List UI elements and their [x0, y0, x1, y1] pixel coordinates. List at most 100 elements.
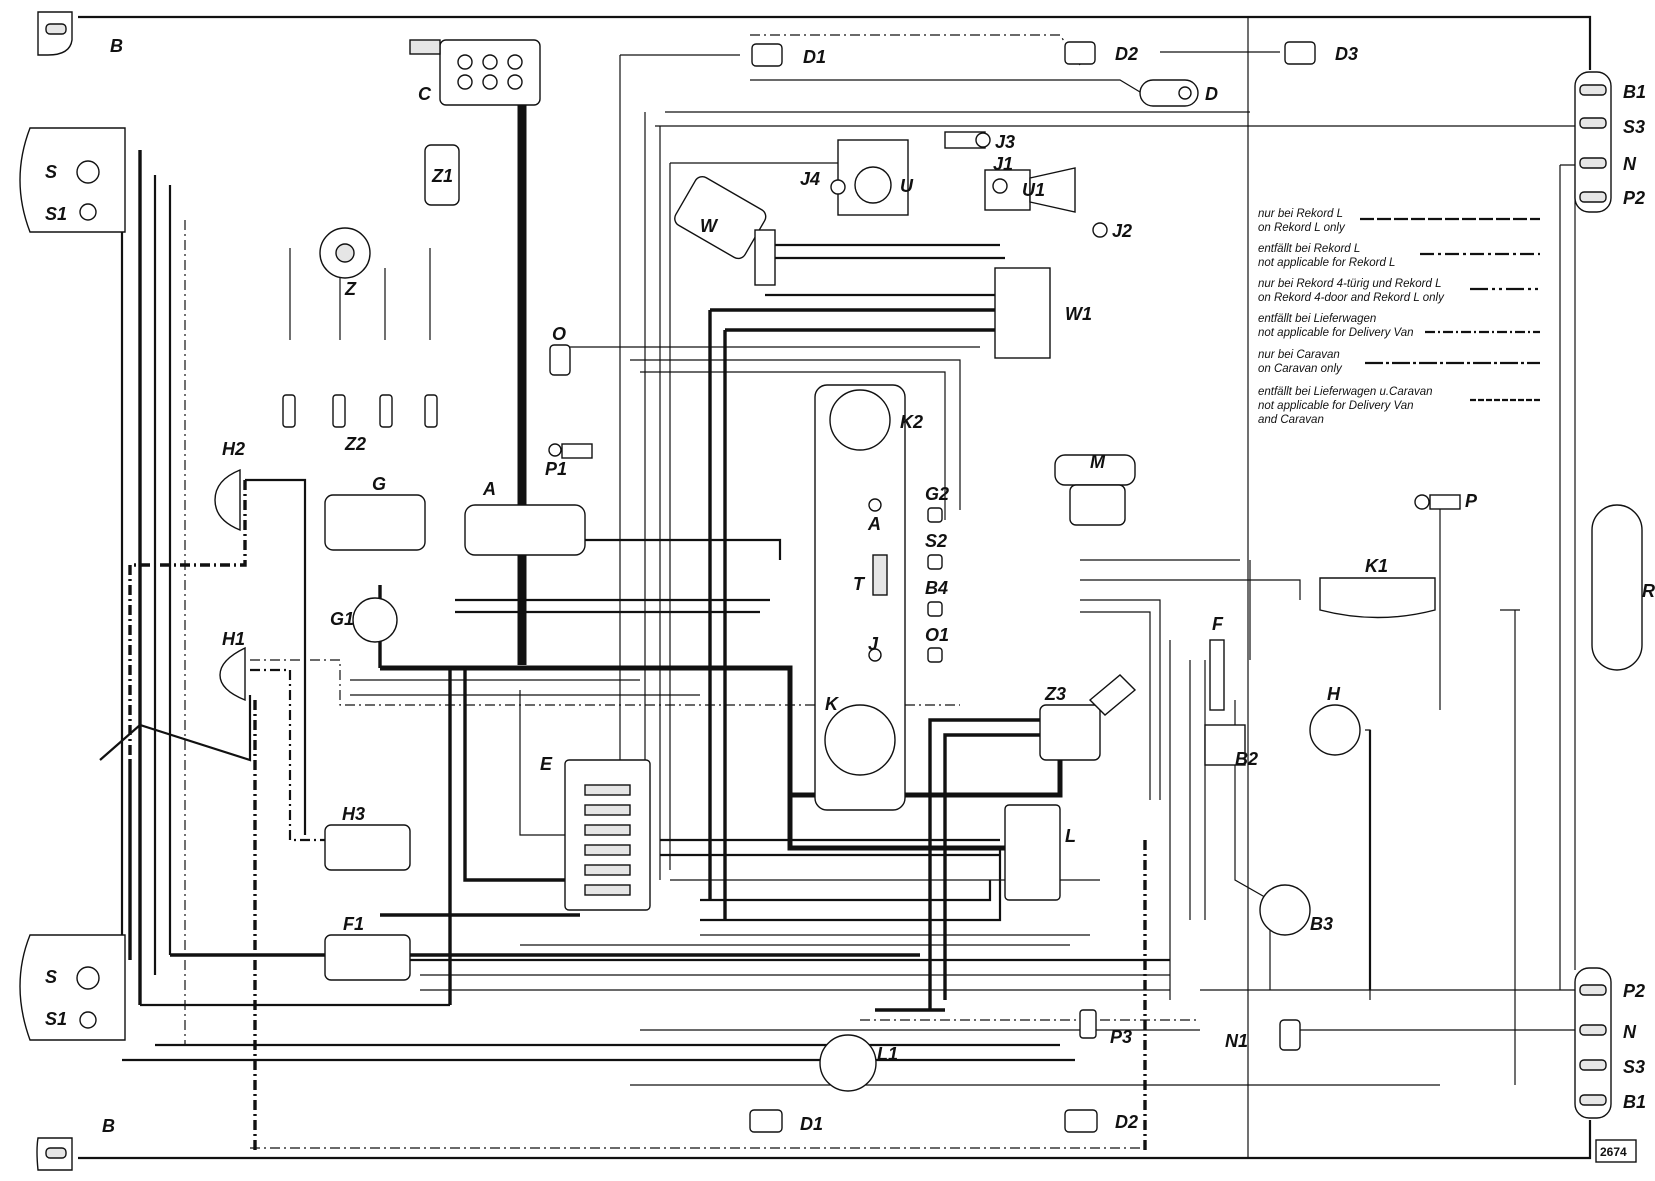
components: B B C D1 D2 D3: [19, 11, 1655, 1171]
label-g: G: [372, 474, 386, 494]
legend-3-de: nur bei Rekord 4-türig und Rekord L: [1258, 278, 1441, 290]
label-o1: O1: [925, 625, 949, 645]
legend-6-en2: and Caravan: [1258, 414, 1324, 426]
component-h1: H1: [219, 629, 246, 702]
label-o: O: [552, 324, 566, 344]
component-right-bottom-connector: P2 N S3 B1: [1574, 967, 1646, 1119]
legend-4-en: not applicable for Delivery Van: [1258, 327, 1414, 339]
component-h3-relay: H3: [324, 804, 411, 871]
label-n-bottom: N: [1623, 1022, 1637, 1042]
diagram-id-box: 2674: [1595, 1139, 1637, 1163]
label-s1-top: S1: [45, 204, 67, 224]
component-b-bottom: B: [36, 1116, 115, 1171]
label-j3: J3: [995, 132, 1015, 152]
label-f1: F1: [343, 914, 364, 934]
label-b1-top: B1: [1623, 82, 1646, 102]
label-f: F: [1212, 614, 1224, 634]
component-j2: J2: [1092, 221, 1132, 241]
component-w-wiper-motor: W: [674, 175, 776, 286]
label-e: E: [540, 754, 553, 774]
legend-2-de: entfällt bei Rekord L: [1258, 243, 1360, 255]
label-h3: H3: [342, 804, 365, 824]
legend: nur bei Rekord L on Rekord L only entfäl…: [1258, 208, 1540, 426]
label-n-top: N: [1623, 154, 1637, 174]
diagram-id: 2674: [1600, 1145, 1627, 1159]
label-m: M: [1090, 452, 1106, 472]
label-g2: G2: [925, 484, 949, 504]
label-z2: Z2: [344, 434, 366, 454]
legend-4-de: entfällt bei Lieferwagen: [1258, 313, 1376, 325]
legend-1-de: nur bei Rekord L: [1258, 208, 1343, 220]
label-b4: B4: [925, 578, 948, 598]
label-j2: J2: [1112, 221, 1132, 241]
component-l-switch: L: [1004, 804, 1076, 901]
legend-2-en: not applicable for Rekord L: [1258, 257, 1395, 269]
label-b3: B3: [1310, 914, 1333, 934]
label-g1: G1: [330, 609, 354, 629]
label-u1: U1: [1022, 180, 1045, 200]
label-p3: P3: [1110, 1027, 1132, 1047]
component-d1-bottom: D1: [749, 1109, 823, 1134]
legend-1-en: on Rekord L only: [1258, 222, 1346, 234]
label-w: W: [700, 216, 719, 236]
label-d2-top: D2: [1115, 44, 1138, 64]
component-d-switch: D: [1139, 79, 1218, 107]
component-j3: J3: [944, 131, 1015, 152]
component-r: R: [1591, 504, 1655, 671]
label-h1: H1: [222, 629, 245, 649]
component-l1: L1: [819, 1034, 898, 1092]
label-p2-bottom: P2: [1623, 981, 1645, 1001]
component-instrument-cluster: K2 T K A J: [814, 384, 923, 811]
component-d1-top: D1: [751, 43, 826, 67]
component-a-starter: B2 A: [464, 479, 586, 556]
component-g-generator: G: [324, 474, 426, 551]
label-k1: K1: [1365, 556, 1388, 576]
label-d1-top: D1: [803, 47, 826, 67]
label-z: Z: [344, 279, 357, 299]
label-r: R: [1642, 581, 1655, 601]
label-b-top: B: [110, 36, 123, 56]
label-n1: N1: [1225, 1031, 1248, 1051]
component-p1: P1: [545, 443, 593, 479]
component-f: F: [1209, 614, 1225, 711]
label-d1-bottom: D1: [800, 1114, 823, 1134]
label-z3: Z3: [1044, 684, 1066, 704]
label-a-visible: A: [482, 479, 496, 499]
label-b1-bottom: B1: [1623, 1092, 1646, 1112]
component-u1-horn: J1 U1: [984, 154, 1076, 213]
component-k1-tank: K1: [1319, 556, 1436, 619]
label-d2-bottom: D2: [1115, 1112, 1138, 1132]
component-z2-spark-plugs: Z2: [282, 394, 438, 454]
component-b3: B3: [1259, 884, 1333, 936]
label-s3-bottom: S3: [1623, 1057, 1645, 1077]
label-s3-top: S3: [1623, 117, 1645, 137]
component-z1-coil: Z1: [424, 144, 460, 206]
legend-6-de: entfällt bei Lieferwagen u.Caravan: [1258, 386, 1433, 398]
label-z1: Z1: [431, 166, 453, 186]
component-b-top: B: [37, 11, 123, 56]
label-b2: B2: [1235, 749, 1258, 769]
label-j-b: J: [868, 634, 879, 654]
label-j-a: A: [867, 514, 881, 534]
legend-3-en: on Rekord 4-door and Rekord L only: [1258, 292, 1445, 304]
label-c: C: [418, 84, 432, 104]
label-s-bottom: S: [45, 967, 57, 987]
component-w1-switch: W1: [994, 267, 1092, 359]
label-s-top: S: [45, 162, 57, 182]
component-z-distributor: Z: [289, 227, 431, 340]
label-t: T: [853, 574, 866, 594]
component-o-sender: O: [549, 324, 571, 376]
component-m-wiper: M: [1054, 452, 1136, 526]
component-c-battery: C: [409, 39, 541, 106]
label-p2-top: P2: [1623, 188, 1645, 208]
label-l: L: [1065, 826, 1076, 846]
legend-6-en: not applicable for Delivery Van: [1258, 400, 1414, 412]
component-z3-ignition: Z3: [1039, 674, 1137, 761]
component-right-top-connector: B1 S3 N P2: [1574, 71, 1646, 213]
component-d2-top: D2: [1064, 41, 1138, 65]
component-e-fusebox: E: [540, 754, 651, 911]
component-g1-regulator: G1: [330, 597, 398, 643]
component-p3: P3: [1079, 1009, 1132, 1047]
component-f1-relay: F1: [324, 914, 411, 981]
